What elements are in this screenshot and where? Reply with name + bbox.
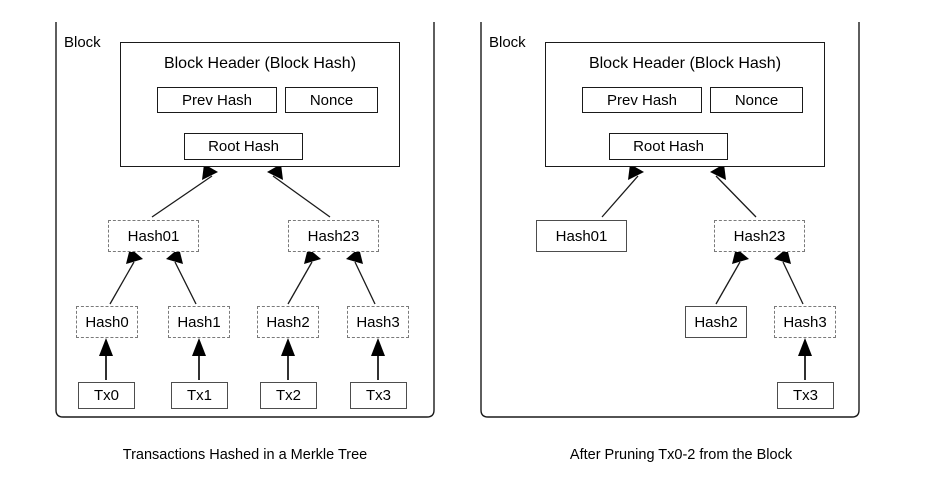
hash1-box-left[interactable]: Hash1	[168, 306, 230, 338]
block-label-left: Block	[64, 34, 101, 51]
block-label-right: Block	[489, 34, 526, 51]
nonce-box-right[interactable]: Nonce	[710, 87, 803, 113]
arrow-tx2-to-hash2	[281, 338, 295, 380]
tx1-box[interactable]: Tx1	[171, 382, 228, 409]
arrow-tx3-to-hash3-right	[798, 338, 812, 380]
block-header-title-right: Block Header (Block Hash)	[588, 55, 782, 72]
arrow-hash1-to-hash01	[166, 248, 197, 305]
arrow-tx0-to-hash0	[99, 338, 113, 380]
hash3-box-left[interactable]: Hash3	[347, 306, 409, 338]
hash3-box-right[interactable]: Hash3	[774, 306, 836, 338]
arrow-hash3-to-hash23-right	[774, 248, 804, 305]
tx2-box[interactable]: Tx2	[260, 382, 317, 409]
arrow-hash01-to-root-right	[601, 164, 644, 218]
hash23-box-left[interactable]: Hash23	[288, 220, 379, 252]
arrow-hash23-to-root-right	[710, 164, 757, 218]
root-hash-box-right[interactable]: Root Hash	[609, 133, 728, 160]
arrow-hash01-to-root-left	[151, 164, 218, 218]
arrow-hash23-to-root-left	[267, 164, 331, 218]
block-header-title-left: Block Header (Block Hash)	[163, 55, 357, 72]
hash0-box-left[interactable]: Hash0	[76, 306, 138, 338]
tx3-box-right[interactable]: Tx3	[777, 382, 834, 409]
hash23-box-right[interactable]: Hash23	[714, 220, 805, 252]
arrow-tx3-to-hash3	[371, 338, 385, 380]
caption-right: After Pruning Tx0-2 from the Block	[569, 447, 793, 463]
hash2-box-left[interactable]: Hash2	[257, 306, 319, 338]
prev-hash-box-right[interactable]: Prev Hash	[582, 87, 702, 113]
arrow-hash2-to-hash23	[287, 248, 321, 305]
hash2-box-right[interactable]: Hash2	[685, 306, 747, 338]
arrow-tx1-to-hash1	[192, 338, 206, 380]
prev-hash-box-left[interactable]: Prev Hash	[157, 87, 277, 113]
block-outline-left	[55, 22, 435, 418]
arrow-hash2-to-hash23-right	[715, 248, 749, 305]
tx0-box[interactable]: Tx0	[78, 382, 135, 409]
block-outline-right	[480, 22, 860, 418]
arrow-hash0-to-hash01	[109, 248, 143, 305]
caption-left: Transactions Hashed in a Merkle Tree	[122, 447, 368, 463]
root-hash-box-left[interactable]: Root Hash	[184, 133, 303, 160]
hash01-box-left[interactable]: Hash01	[108, 220, 199, 252]
tx3-box-left[interactable]: Tx3	[350, 382, 407, 409]
hash01-box-right[interactable]: Hash01	[536, 220, 627, 252]
arrow-hash3-to-hash23	[346, 248, 376, 305]
nonce-box-left[interactable]: Nonce	[285, 87, 378, 113]
